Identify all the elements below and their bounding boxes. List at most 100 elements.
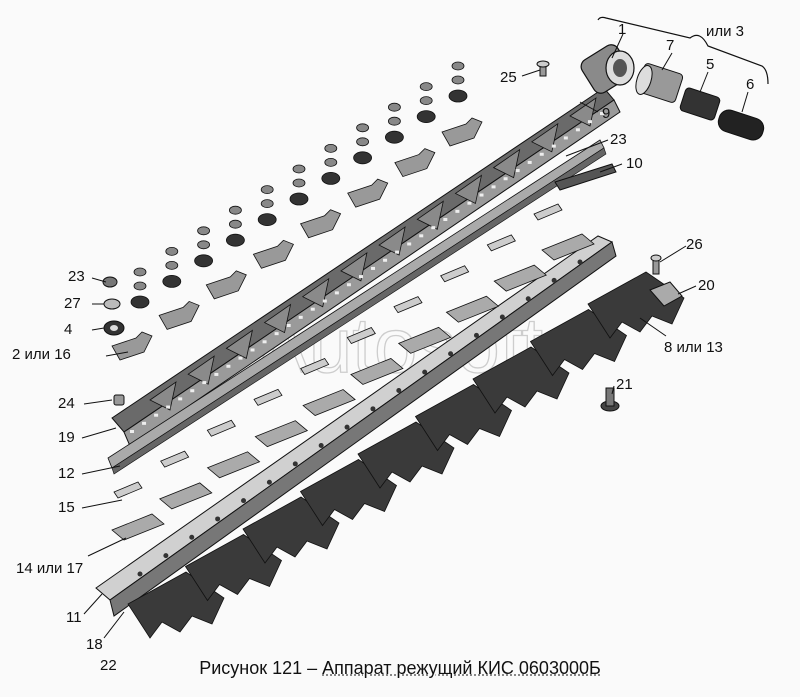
callout-14-or-17: 14 или 17 bbox=[16, 560, 84, 577]
knife-hole bbox=[467, 201, 472, 205]
knife-hole bbox=[178, 397, 183, 401]
knife-tooth bbox=[531, 122, 559, 153]
callout-26: 26 bbox=[686, 236, 703, 253]
knife-hole bbox=[190, 389, 195, 393]
lock-washer bbox=[257, 213, 277, 227]
lock-washer bbox=[384, 130, 404, 144]
finger-bar-hole bbox=[473, 332, 479, 338]
knife-hole bbox=[262, 340, 267, 344]
knife-hole bbox=[395, 250, 400, 254]
knife-bar bbox=[111, 87, 621, 447]
plate-clip bbox=[533, 203, 563, 221]
knife-hole bbox=[491, 185, 496, 189]
knife-tooth bbox=[263, 303, 292, 334]
finger-bar-hole bbox=[266, 479, 272, 485]
callout-18: 18 bbox=[86, 636, 103, 653]
holder-bracket bbox=[299, 209, 342, 239]
finger-bar-hole bbox=[163, 553, 169, 559]
plate-clip bbox=[160, 450, 190, 468]
callout-25: 25 bbox=[500, 69, 517, 86]
lock-washer bbox=[289, 192, 309, 206]
knife-hole bbox=[371, 266, 376, 270]
nut bbox=[387, 102, 401, 112]
clip-20 bbox=[649, 281, 683, 307]
finger-bar-hole bbox=[370, 406, 376, 412]
lock-washer bbox=[448, 89, 468, 103]
knife-hole bbox=[431, 226, 436, 230]
knife-hole bbox=[154, 413, 159, 417]
knife-bar-holes bbox=[130, 112, 604, 433]
nut bbox=[133, 281, 147, 291]
lock-washer bbox=[194, 254, 214, 268]
callout-15: 15 bbox=[58, 499, 75, 516]
pressure-plate-strip bbox=[107, 139, 607, 475]
finger-bar-hole bbox=[215, 516, 221, 522]
leader-lines bbox=[81, 33, 749, 639]
knife-hole bbox=[334, 291, 339, 295]
friction-plate bbox=[159, 482, 213, 510]
knife-tooth bbox=[225, 329, 253, 359]
callout-27: 27 bbox=[64, 295, 81, 312]
friction-plate bbox=[445, 295, 500, 323]
knife-hole bbox=[310, 307, 315, 311]
finger-bar-hole bbox=[577, 259, 583, 265]
knife-tooth bbox=[416, 200, 444, 230]
nut bbox=[228, 205, 242, 215]
knife-hole bbox=[298, 315, 303, 319]
holder-bracket bbox=[205, 270, 247, 300]
lock-washer bbox=[162, 274, 182, 288]
bolt-26 bbox=[650, 254, 662, 275]
nut bbox=[419, 82, 433, 91]
knife-tooth bbox=[149, 381, 177, 411]
finger-bar-hole bbox=[448, 351, 454, 357]
callout-4: 4 bbox=[64, 321, 73, 338]
nut bbox=[197, 240, 211, 250]
knife-teeth bbox=[149, 97, 597, 411]
nut bbox=[356, 123, 370, 133]
holder-bracket bbox=[252, 239, 294, 269]
washer-27 bbox=[103, 298, 121, 310]
knife-hole bbox=[166, 405, 171, 409]
knife-hole bbox=[226, 364, 231, 368]
knife-hole bbox=[286, 324, 291, 327]
friction-plate bbox=[302, 389, 356, 417]
nut bbox=[197, 226, 211, 236]
callout-1: 1 bbox=[618, 21, 627, 38]
plate-clip bbox=[206, 419, 236, 437]
knife-hole bbox=[407, 242, 412, 246]
rivet-24 bbox=[113, 394, 125, 406]
callout-22: 22 bbox=[100, 657, 117, 674]
knife-hole bbox=[563, 136, 568, 140]
knife-hole bbox=[383, 258, 388, 262]
knife-hole bbox=[250, 348, 255, 352]
bolt-21 bbox=[600, 387, 620, 412]
knife-tooth bbox=[569, 97, 597, 127]
finger-bar-hole bbox=[396, 387, 402, 393]
nut bbox=[165, 260, 179, 270]
nut bbox=[260, 185, 274, 195]
cutting-apparatus-drawing: Autosoft bbox=[81, 16, 769, 639]
knife-hole bbox=[539, 152, 544, 156]
knife-hole bbox=[214, 372, 219, 376]
finger-bar-hole bbox=[292, 461, 298, 467]
holder-bracket bbox=[394, 148, 436, 178]
plate-clips bbox=[113, 203, 563, 499]
knife-hole bbox=[503, 177, 508, 181]
plate-clip bbox=[253, 388, 283, 406]
knife-hole bbox=[527, 160, 532, 164]
nut bbox=[356, 137, 370, 147]
nut-23 bbox=[102, 276, 118, 288]
knife-hole bbox=[142, 421, 147, 425]
plate-clip bbox=[486, 234, 516, 252]
knife-head bbox=[580, 44, 635, 94]
callout-6: 6 bbox=[746, 76, 755, 93]
nut bbox=[387, 116, 401, 126]
plate-clip bbox=[346, 327, 376, 345]
nut bbox=[451, 61, 465, 71]
friction-plate bbox=[350, 357, 404, 385]
knife-tooth bbox=[454, 174, 483, 205]
friction-plate bbox=[111, 513, 165, 541]
nut bbox=[419, 96, 433, 105]
callout-19: 19 bbox=[58, 429, 75, 446]
finger-bar-hole bbox=[499, 314, 505, 320]
